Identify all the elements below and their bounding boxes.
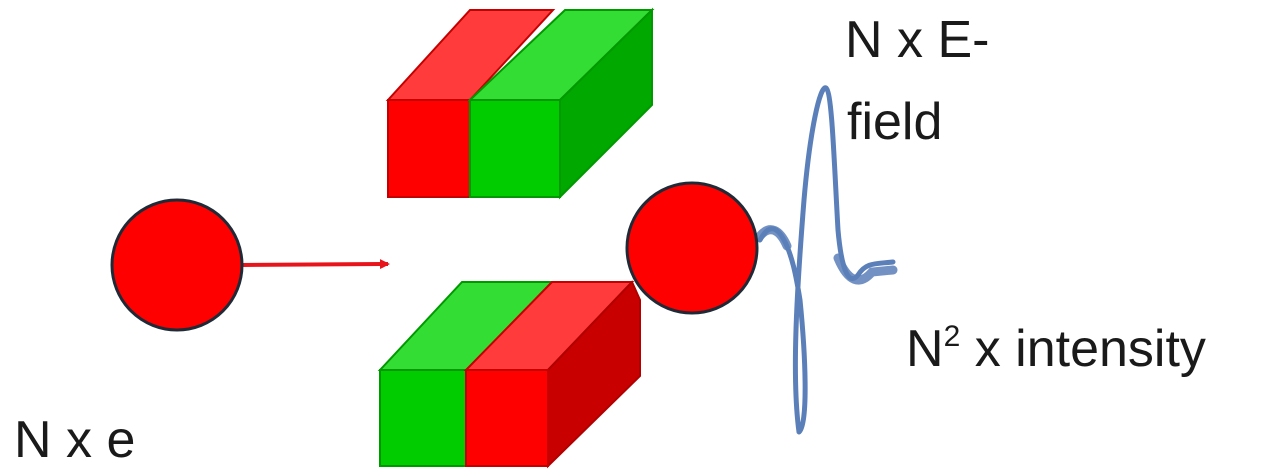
bottom-magnet-pair bbox=[377, 280, 641, 469]
input-charge-label: N x e bbox=[14, 411, 136, 469]
intensity-label: N2 x intensity bbox=[906, 320, 1206, 378]
top-red-magnet bbox=[385, 9, 556, 198]
motion-arrow bbox=[241, 259, 390, 270]
top-green-magnet bbox=[467, 7, 655, 200]
intensity-exponent: 2 bbox=[943, 320, 961, 353]
emitted-waveform bbox=[755, 85, 898, 435]
bottom-green-magnet bbox=[377, 281, 555, 467]
outgoing-electron bbox=[625, 181, 759, 315]
efield-label-line2: field bbox=[847, 93, 943, 151]
intensity-suffix: x intensity bbox=[960, 320, 1206, 378]
intensity-prefix: N bbox=[906, 320, 944, 378]
incoming-electron bbox=[110, 198, 244, 332]
bottom-red-magnet bbox=[463, 280, 641, 469]
top-magnet-pair bbox=[385, 7, 655, 200]
efield-label-line1: N x E- bbox=[845, 11, 990, 69]
